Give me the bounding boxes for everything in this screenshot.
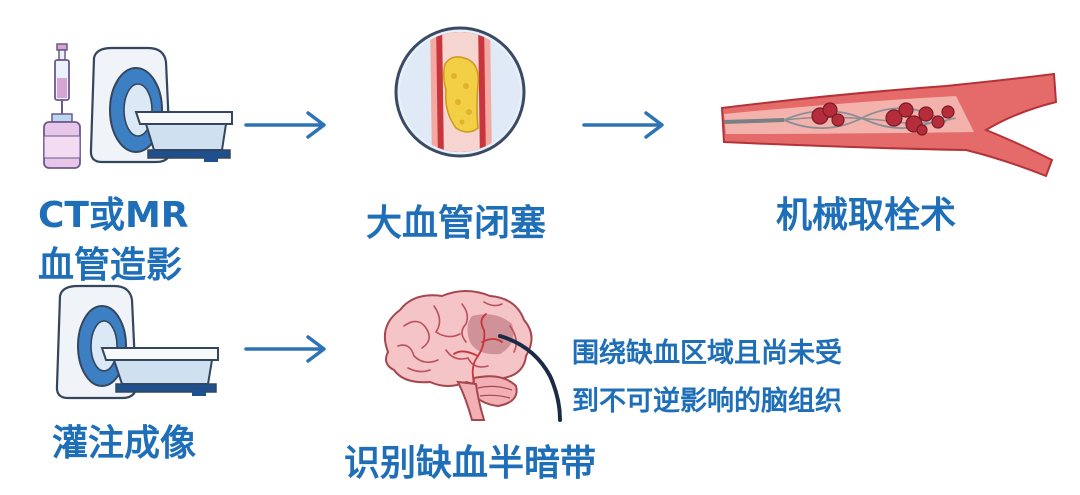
penumbra-label: 识别缺血半暗带	[344, 443, 597, 484]
occluded-vessel-icon	[392, 24, 528, 160]
perfusion-label: 灌注成像	[52, 423, 197, 464]
thrombectomy-label: 机械取栓术	[776, 195, 957, 236]
imaging-label-line1: CT或MR	[38, 195, 189, 236]
thrombectomy-vessel-icon	[716, 72, 1060, 182]
brain-penumbra-icon	[374, 286, 542, 424]
ct-scanner-icon	[52, 284, 222, 402]
ct-scanner-with-syringe-icon	[36, 40, 236, 175]
syringe-icon	[54, 43, 70, 116]
arrow-right-icon	[582, 110, 666, 140]
pointer-line	[494, 326, 574, 426]
annotation-line1: 围绕缺血区域且尚未受	[572, 338, 842, 369]
imaging-label-line2: 血管造影	[38, 245, 183, 286]
arrow-right-icon	[244, 334, 328, 364]
vial-icon	[43, 113, 81, 169]
occlusion-label: 大血管闭塞	[366, 203, 547, 244]
arrow-right-icon	[244, 110, 328, 140]
annotation-line2: 到不可逆影响的脑组织	[572, 386, 842, 417]
